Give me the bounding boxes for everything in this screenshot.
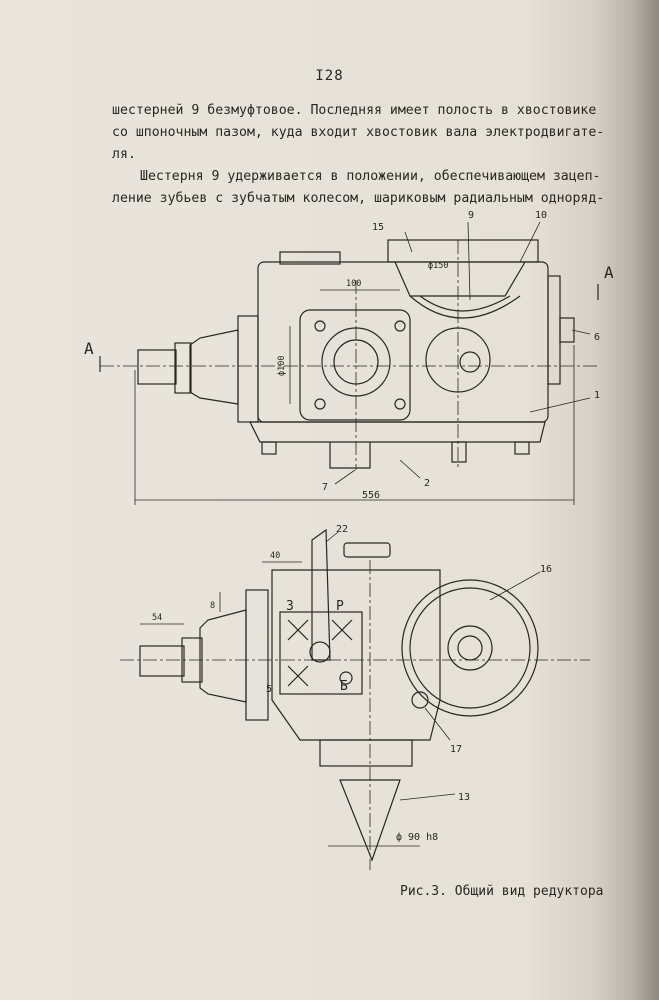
side-base — [319, 739, 413, 767]
bore2-inner — [459, 351, 481, 373]
bolt-tl — [314, 320, 326, 332]
foot-mid — [451, 441, 467, 463]
bolt-br — [394, 398, 406, 410]
top-plate-taper — [394, 261, 526, 297]
label-dim-100v: ф100 — [277, 356, 287, 376]
motor-body — [189, 329, 239, 405]
control-plate — [279, 611, 363, 695]
leader-6 — [571, 329, 591, 335]
bolt-bl — [314, 398, 326, 410]
leader-15 — [404, 231, 413, 253]
label-5: 5 — [266, 684, 272, 695]
wheel-16-outer — [401, 579, 539, 717]
label-dim-100: 100 — [346, 279, 361, 289]
label-9: 9 — [468, 210, 474, 221]
motor-shaft — [137, 349, 177, 385]
wheel-16-hub — [447, 625, 493, 671]
label-dim-556: 556 — [362, 490, 380, 501]
foot-right — [514, 441, 530, 455]
cross-tl — [287, 619, 309, 641]
bolt-tr — [394, 320, 406, 332]
page-number: I28 — [315, 68, 344, 84]
gear-arc-inner — [419, 295, 511, 312]
housing-outline — [257, 261, 549, 423]
top-view — [99, 221, 600, 505]
paragraph-2: Шестерня 9 удерживается в положении, обе… — [112, 166, 617, 210]
section-label-left: А — [84, 339, 94, 358]
side-motor-flange — [245, 589, 269, 721]
label-z: З — [286, 599, 294, 614]
paragraph-2-line-2: ление зубьев с зубчатым колесом, шариков… — [112, 191, 605, 206]
gear-arc — [409, 295, 521, 319]
paragraph-1-line-2: со шпоночным пазом, куда входит хвостови… — [112, 125, 605, 140]
label-2: 2 — [424, 478, 430, 489]
cross-tr — [331, 619, 353, 641]
bolt-5 — [339, 671, 353, 685]
leader-17 — [424, 707, 451, 741]
side-housing — [271, 569, 441, 741]
section-label-right: А — [604, 263, 614, 282]
label-d90: ф 90 h8 — [396, 831, 438, 843]
lever-pivot — [309, 641, 331, 663]
leader-7 — [334, 469, 356, 485]
side-motor-shaft — [139, 645, 185, 677]
label-d150: ф150 — [428, 261, 448, 271]
inner-flange — [299, 309, 411, 421]
paragraph-1-line-1: шестерней 9 безмуфтовое. Последняя имеет… — [112, 103, 597, 118]
side-motor-body — [199, 609, 247, 703]
wheel-16-bore — [457, 635, 483, 661]
foot-center — [329, 442, 371, 469]
motor-collar — [174, 342, 192, 394]
paragraph-1: шестерней 9 безмуфтовое. Последняя имеет… — [112, 100, 617, 166]
label-1: 1 — [594, 390, 600, 401]
right-flange — [547, 275, 561, 385]
leader-10 — [519, 221, 541, 263]
leader-2 — [399, 459, 421, 479]
paragraph-2-line-1: Шестерня 9 удерживается в положении, обе… — [140, 169, 601, 184]
wheel-16-rim — [409, 587, 531, 709]
top-cap — [343, 542, 391, 558]
paragraph-1-line-3: ля. — [112, 147, 136, 162]
label-dim-40: 40 — [270, 551, 280, 561]
leader-22 — [325, 531, 339, 543]
label-10: 10 — [535, 210, 547, 221]
label-16: 16 — [540, 564, 552, 575]
label-dim-54: 54 — [152, 613, 162, 623]
side-view — [120, 528, 590, 870]
lever-22 — [311, 528, 331, 661]
label-17: 17 — [450, 744, 462, 755]
top-nut — [279, 251, 341, 265]
label-22: 22 — [336, 524, 348, 535]
bolt-17 — [411, 691, 429, 709]
leader-9 — [467, 221, 471, 301]
leader-16 — [489, 571, 541, 601]
cross-bl — [287, 665, 309, 687]
motor-flange — [237, 315, 259, 423]
leader-1 — [529, 397, 591, 413]
label-7: 7 — [322, 482, 328, 493]
right-bolt — [559, 317, 575, 343]
label-b: Б — [340, 679, 348, 694]
figure-caption: Рис.3. Общий вид редуктора — [400, 884, 604, 899]
drawing-labels: 15 9 10 ф150 А 100 ф100 6 А 1 7 2 556 22… — [84, 210, 614, 843]
label-dim-8: 8 — [210, 601, 215, 611]
housing-base — [249, 421, 546, 443]
label-13: 13 — [458, 792, 470, 803]
label-6: 6 — [594, 332, 600, 343]
top-plate — [387, 239, 539, 263]
label-15: 15 — [372, 222, 384, 233]
label-r: Р — [336, 599, 344, 614]
leader-13 — [399, 793, 456, 801]
foot-left — [261, 441, 277, 455]
